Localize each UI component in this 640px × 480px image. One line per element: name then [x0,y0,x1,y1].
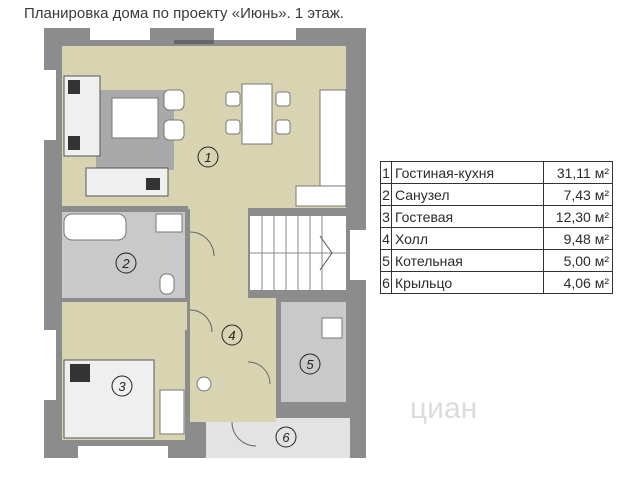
room-number: 1 [380,161,392,184]
room-number: 3 [380,205,392,228]
toilet [159,273,175,295]
plant [196,376,212,392]
dining-chairs [225,91,291,135]
armchair [163,89,185,111]
room-name: Гостиная-кухня [391,161,544,184]
room-area: 9,48 м² [543,227,613,250]
room-area: 12,30 м² [543,205,613,228]
room-number: 2 [380,183,392,206]
internal-walls [62,206,346,440]
room-area: 4,06 м² [543,271,613,294]
room-number: 4 [380,227,392,250]
bathtub [63,213,127,241]
room-2-marker [115,252,137,274]
boiler [321,317,343,339]
room-area: 31,11 м² [543,161,613,184]
pillow [146,178,160,190]
room-3-label: 3 [118,379,126,394]
dining-table [241,83,273,145]
room-area: 7,43 м² [543,183,613,206]
room-number: 5 [380,249,392,272]
room-name: Котельная [391,249,544,272]
desk [159,389,185,435]
room-1-marker [197,146,219,168]
stair-steps [250,216,346,290]
page-title: Планировка дома по проекту «Июнь». 1 эта… [24,5,344,22]
room-1-label: 1 [204,150,211,165]
hall-floor [190,209,248,422]
room-number: 6 [380,271,392,294]
room-6-label: 6 [282,430,290,445]
room-5-label: 5 [306,357,314,372]
room-name: Санузел [391,183,544,206]
sink [155,213,183,233]
windows [44,28,366,458]
room-4-label: 4 [228,328,235,343]
stair-arrow [319,235,333,271]
boiler-room-floor [281,302,346,402]
kitchen-counter-bottom [295,185,347,207]
hall-floor-ext [248,298,276,422]
room-4-marker [221,324,243,346]
watermark: циан [410,392,477,425]
room-6-marker [275,426,297,448]
room-name: Гостевая [391,205,544,228]
room-3-marker [111,375,133,397]
room-name: Крыльцо [391,271,544,294]
armchair [163,119,185,141]
door-swings [189,231,271,447]
porch-floor [206,418,350,458]
room-5-marker [299,353,321,375]
room-name: Холл [391,227,544,250]
pillow [68,136,80,150]
coffee-table [111,97,159,139]
pillow [68,80,80,94]
pillow [70,364,90,382]
room-area: 5,00 м² [543,249,613,272]
room-2-label: 2 [121,256,130,271]
kitchen-counter [319,89,347,191]
